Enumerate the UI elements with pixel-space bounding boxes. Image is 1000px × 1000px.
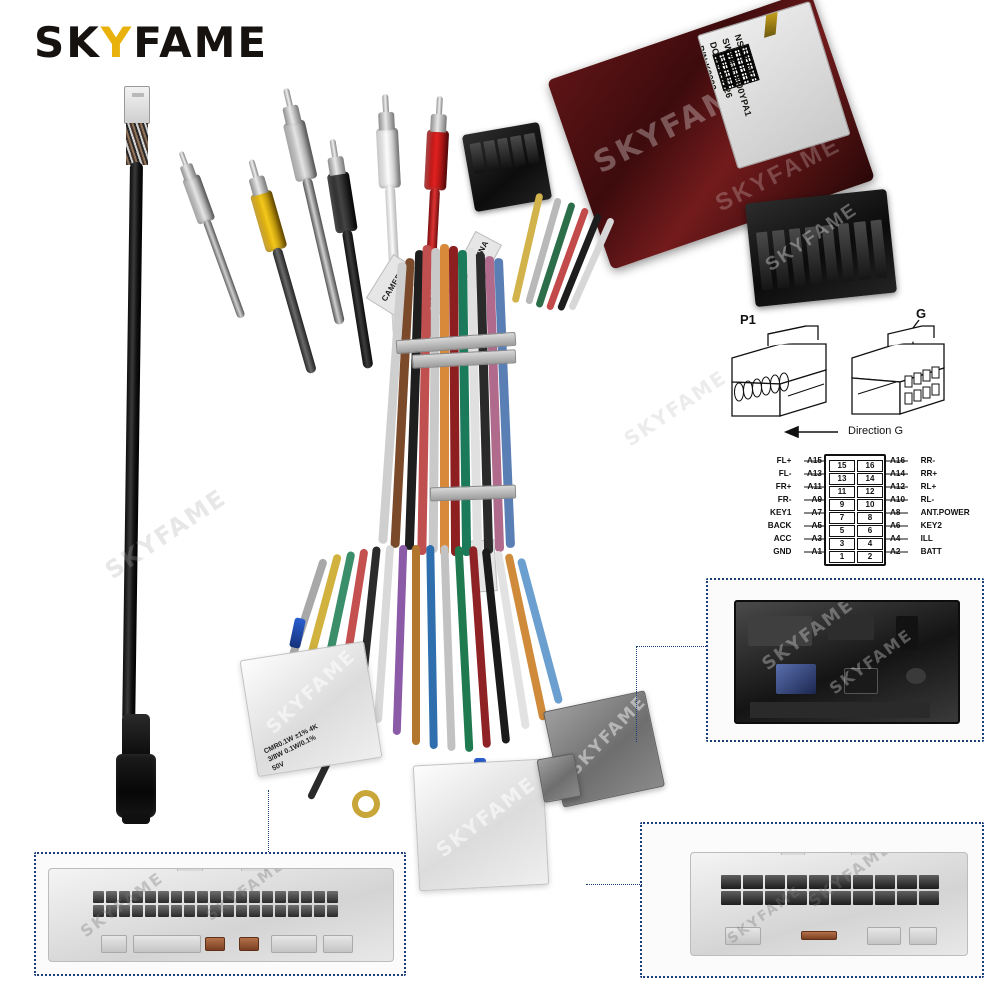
cable-tie [429, 484, 517, 502]
callout-leader-line [636, 646, 708, 647]
antenna-braid [126, 123, 148, 165]
pin-cell-A13: 13 [829, 473, 855, 485]
g-connector-label: G [916, 306, 927, 321]
antenna-cable [100, 86, 190, 824]
connector-key-notch [241, 869, 267, 871]
antenna-din-plug [116, 754, 156, 824]
pin-cell-A12: 12 [857, 486, 883, 498]
connector-key-notch [781, 853, 805, 855]
brand-logo: SKYFAME [34, 22, 268, 64]
callout-wide-white-connector: SKYFAME SKYFAME [34, 852, 406, 976]
dark-vehicle-connector-photo: SKYFAME SKYFAME [734, 600, 960, 724]
direction-g-label: Direction G [848, 425, 904, 437]
white-connector-pin-grid [721, 875, 939, 905]
pinout-leader-lines [804, 460, 908, 553]
connector-watermark: SKYFAME [564, 691, 651, 780]
pin-cell-A14: 14 [857, 473, 883, 485]
connector-lineart-diagram: P1 G [706, 306, 976, 439]
callout-small-white-connector: SKYFAME SKYFAME [640, 822, 984, 978]
antenna-strain-relief [122, 714, 150, 758]
pin-cell-A11: 11 [829, 486, 855, 498]
pin-cell-A16: 16 [857, 460, 883, 472]
brand-logo-accent-y: Y [100, 18, 134, 67]
callout-leader-line [636, 646, 637, 742]
pin-cell-A4: 4 [857, 538, 883, 550]
gray-harness-connector-small [536, 753, 582, 803]
pin-cell-A5: 5 [829, 525, 855, 537]
brand-logo-part2: FAME [133, 18, 269, 67]
pin-cell-A6: 6 [857, 525, 883, 537]
white-vehicle-connector-photo: SKYFAME SKYFAME [690, 852, 968, 956]
connector-key-notch [177, 869, 203, 871]
pin-cell-A2: 2 [857, 551, 883, 563]
pin-cell-A3: 3 [829, 538, 855, 550]
ground-ring-terminal [348, 786, 384, 822]
callout-leader-line [586, 884, 642, 885]
pin-cell-A10: 10 [857, 499, 883, 511]
brand-logo-part1: SK [34, 18, 101, 67]
connector-watermark: SKYFAME [431, 771, 541, 863]
wide-white-connector-photo: SKYFAME SKYFAME [48, 868, 394, 962]
p1-connector-label: P1 [740, 312, 756, 327]
pin-cell-A9: 9 [829, 499, 855, 511]
dark-connector-blue-terminal [776, 664, 816, 694]
copper-terminal [239, 937, 259, 951]
wide-connector-pin-grid [93, 891, 338, 917]
connector-key-notch [851, 853, 875, 855]
pin-cell-A8: 8 [857, 512, 883, 524]
pin-cell-A1: 1 [829, 551, 855, 563]
pin-cell-A7: 7 [829, 512, 855, 524]
connector-lineart-svg [731, 319, 945, 439]
copper-terminal [205, 937, 225, 951]
copper-terminal [801, 931, 837, 940]
pin-cell-A15: 15 [829, 460, 855, 472]
white-harness-connector-medium: SKYFAME [412, 758, 550, 892]
callout-leader-line [268, 790, 269, 852]
callout-dark-connector: SKYFAME SKYFAME [706, 578, 984, 742]
